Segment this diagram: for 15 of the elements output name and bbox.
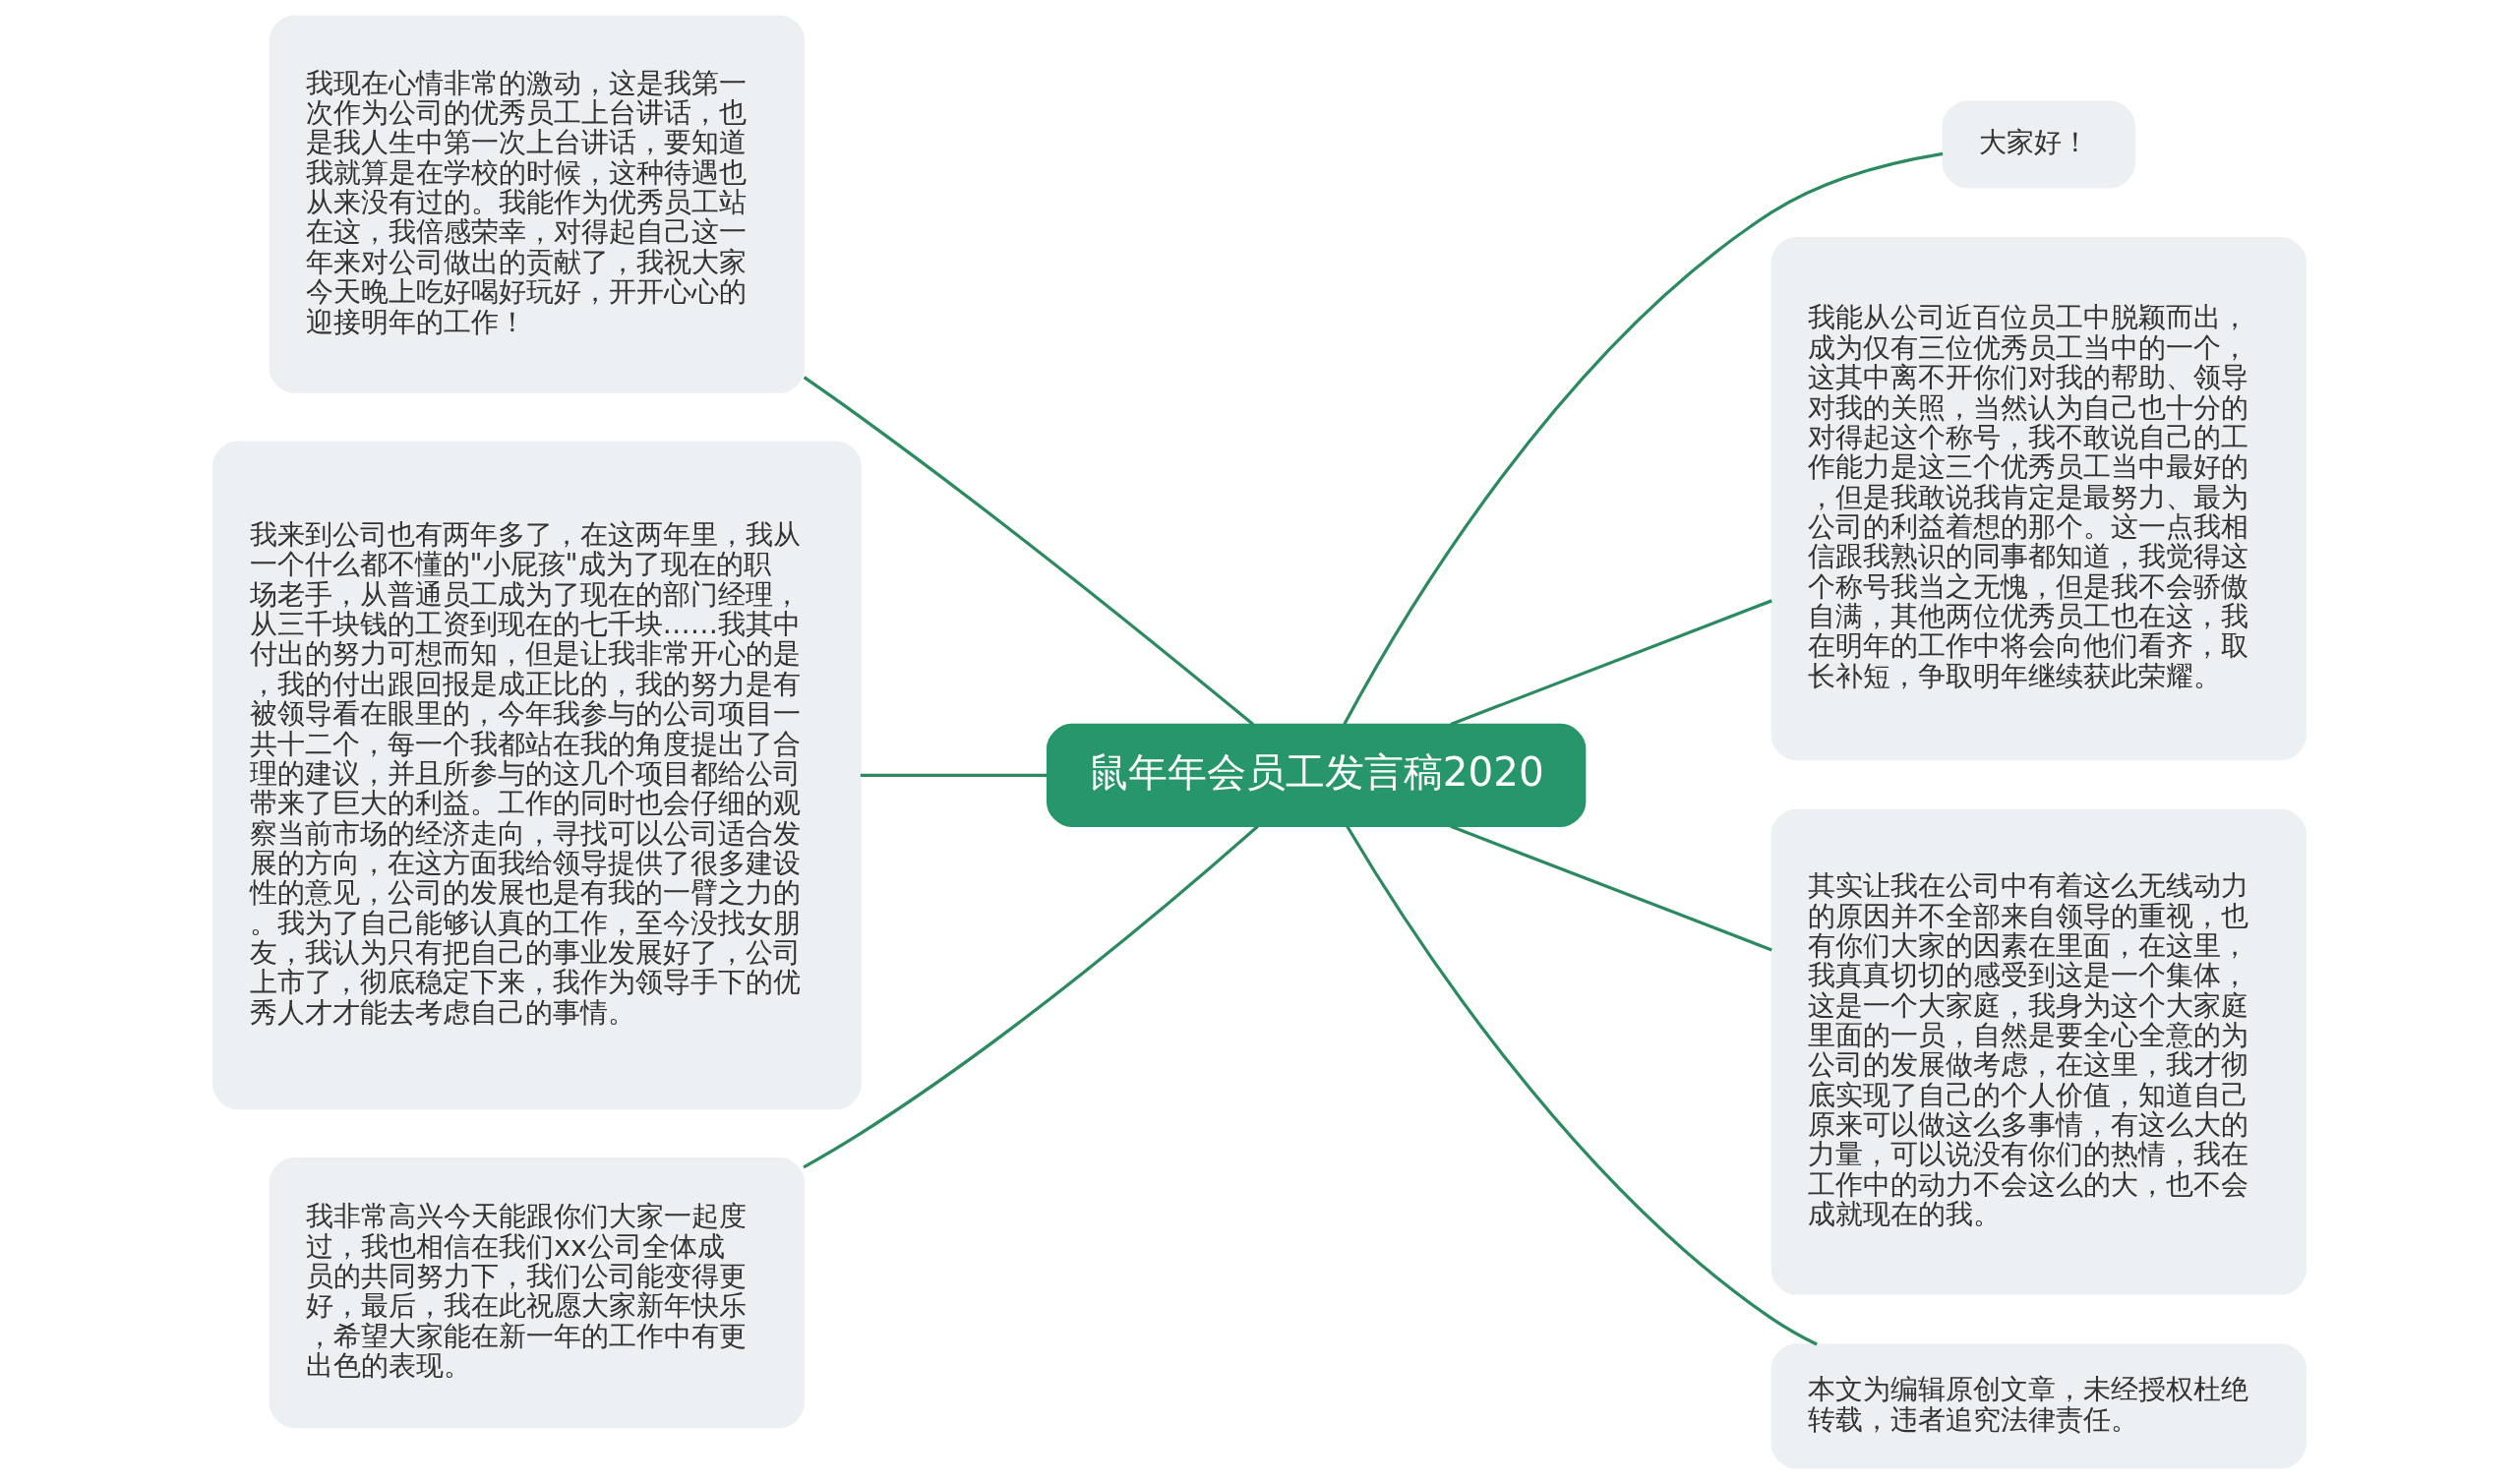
connector [860,773,1047,777]
node-box: 我来到公司也有两年多了，在这两年里，我从一个什么都不懂的"小屁孩"成为了现在的职场老手，从普通员工成为了现在的部门经理，从三千块钱的工资到现在的七千块……我其中付出的努力可想而知，但是让我非常开心的是，我的付出跟回报是成正比的，我的努力是有被领导看在眼里的，今年我参与的公司项目一共十二个，每一个我都站在我的角度提出了合理的建议，并且所参与的这几个项目都给公司带来了巨大的利益。工作的同时也会仔细的观察当前市场的经济走向，寻找可以公司适合发展的方向，在这方面我给领导提供了很多建设性的意见，公司的发展也是有我的一臂之力的。我为了自己能够认真的工作，至今没找女朋友，我认为只有把自己的事业发展好了，公司上市了，彻底稳定下来，我作为领导手下的优秀人才才能去考虑自己的事情。 [211,441,862,1110]
node-box: 鼠年年会员工发言稿2020 [1046,723,1586,827]
connector [1345,825,1818,1346]
connector [1449,824,1772,952]
connector [1342,151,1943,726]
connector [803,376,1254,726]
connector [1449,599,1772,726]
node-box: 我非常高兴今天能跟你们大家一起度过，我也相信在我们xx公司全体成员的共同努力下，我们公司能变得更好，最后，我在此祝愿大家新年快乐，希望大家能在新一年的工作中有更出色的表现。 [269,1157,805,1429]
node-box: 大家好！ [1942,100,2135,189]
node-box: 本文为编辑原创文章，未经授权杜绝转载，违者追究法律责任。 [1770,1343,2307,1469]
connector [802,825,1259,1169]
node-box: 我能从公司近百位员工中脱颖而出，成为仅有三位优秀员工当中的一个，这其中离不开你们对我的帮助、领导对我的关照，当然认为自己也十分的对得起这个称号，我不敢说自己的工作能力是这三个优秀员工当中最好的，但是我敢说我肯定是最努力、最为公司的利益着想的那个。这一点我相信跟我熟识的同事都知道，我觉得这个称号我当之无愧，但是我不会骄傲自满，其他两位优秀员工也在这，我在明年的工作中将会向他们看齐，取长补短，争取明年继续获此荣耀。 [1770,237,2307,761]
node-box: 其实让我在公司中有着这么无线动力的原因并不全部来自领导的重视，也有你们大家的因素在里面，在这里，我真真切切的感受到这是一个集体，这是一个大家庭，我身为这个大家庭里面的一员，自然是要全心全意的为公司的发展做考虑，在这里，我才彻底实现了自己的个人价值，知道自己原来可以做这么多事情，有这么大的力量，可以说没有你们的热情，我在工作中的动力不会这么的大，也不会成就现在的我。 [1770,808,2307,1295]
node-box: 我现在心情非常的激动，这是我第一次作为公司的优秀员工上台讲话，也是我人生中第一次上台讲话，要知道我就算是在学校的时候，这种待遇也从来没有过的。我能作为优秀员工站在这，我倍感荣幸，对得起自己这一年来对公司做出的贡献了，我祝大家今天晚上吃好喝好玩好，开开心心的迎接明年的工作！ [269,15,805,393]
